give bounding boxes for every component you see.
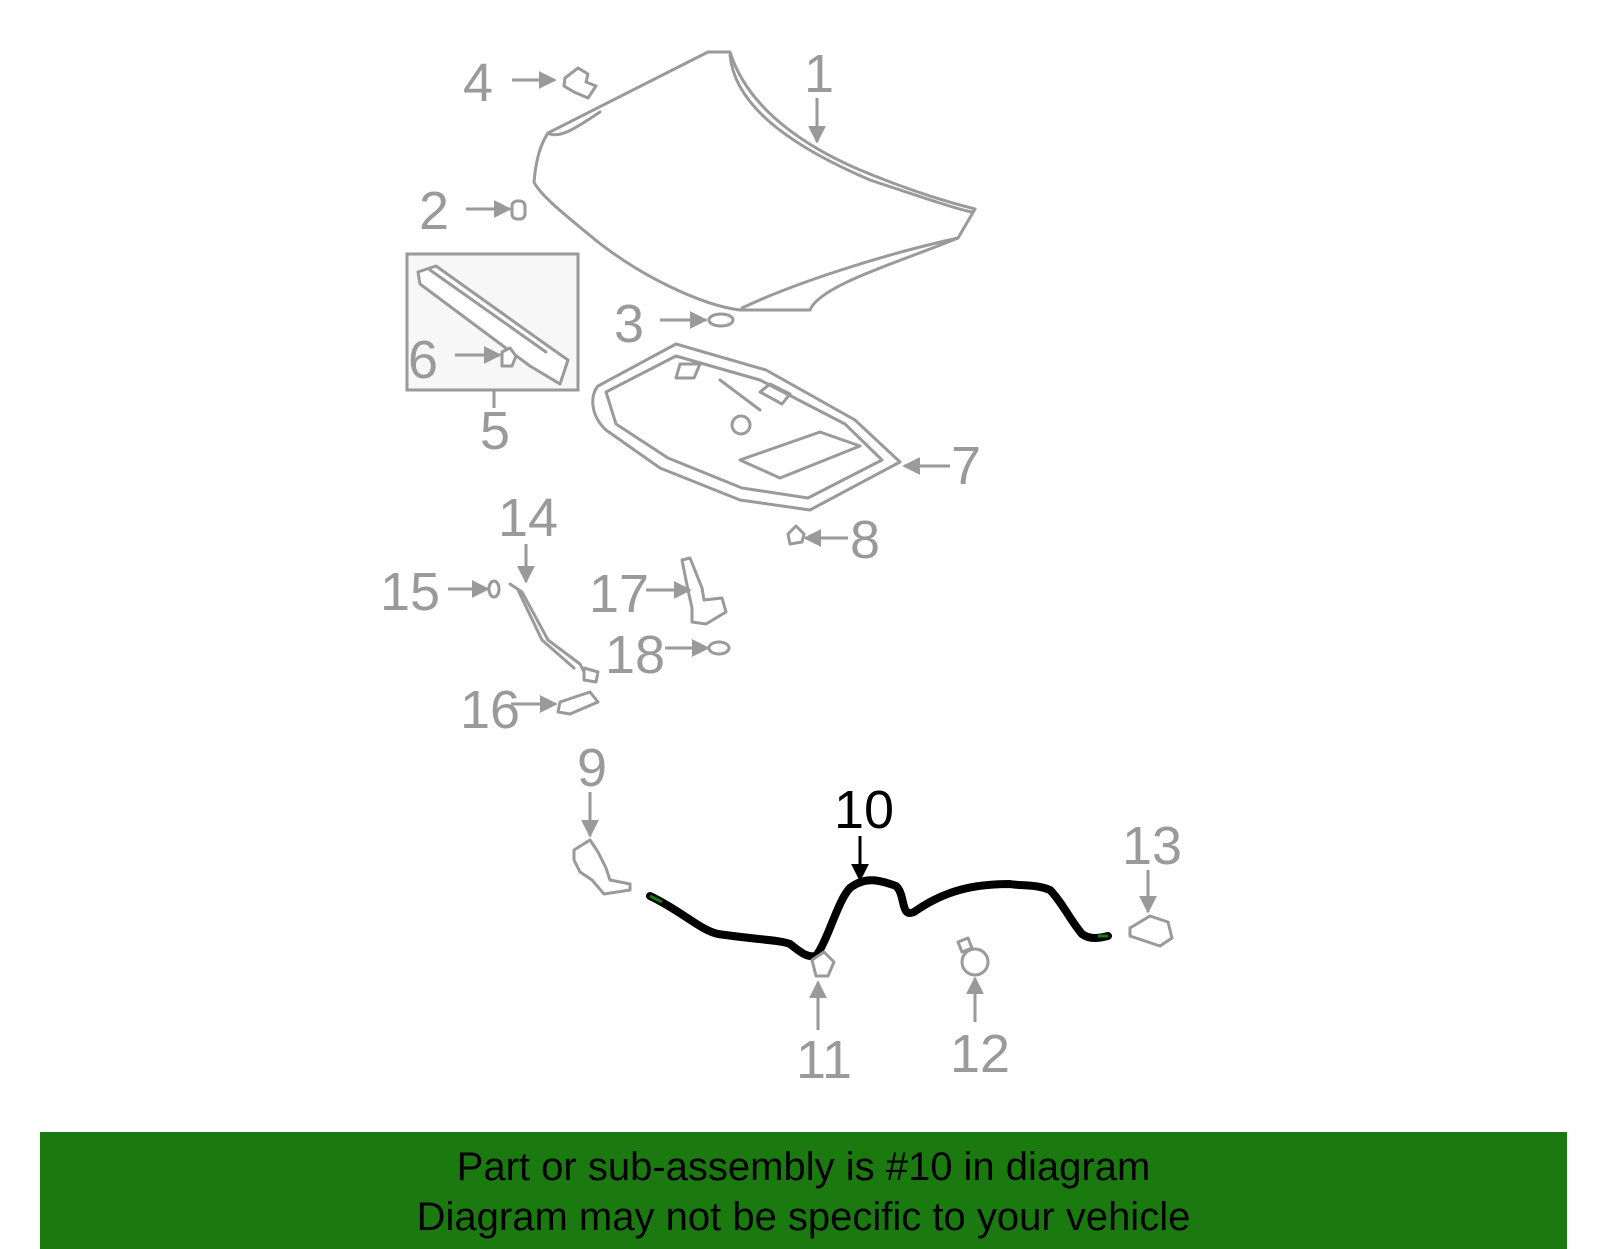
hood-panel (532, 50, 977, 312)
callout-labels: 1 2 3 4 5 6 7 8 9 10 11 12 13 14 15 16 1… (380, 44, 1182, 1090)
callout-17: 17 (589, 564, 649, 624)
callout-5: 5 (480, 401, 510, 461)
hinge-17 (680, 556, 728, 626)
callout-16: 16 (460, 680, 520, 740)
release-cable-10 (646, 876, 1112, 961)
insulator-7 (591, 342, 902, 512)
grommet-3 (707, 312, 735, 328)
washer-18 (707, 640, 731, 656)
banner-line-disclaimer: Diagram may not be specific to your vehi… (416, 1195, 1191, 1239)
callout-1: 1 (804, 44, 834, 104)
clip-11 (810, 950, 836, 978)
banner-line-part: Part or sub-assembly is #10 in diagram (456, 1145, 1151, 1189)
callout-8: 8 (850, 510, 880, 570)
clip-8 (786, 524, 806, 546)
seal-box-5 (405, 252, 580, 392)
callout-10: 10 (834, 780, 894, 840)
grommet-15 (487, 579, 501, 599)
hood-lock-9 (572, 838, 632, 896)
clamp-12 (956, 936, 990, 977)
clip-4 (562, 66, 598, 100)
callout-11: 11 (796, 1030, 852, 1090)
support-rod-14 (508, 582, 600, 684)
callout-2: 2 (419, 181, 449, 241)
callout-9: 9 (577, 738, 607, 798)
callout-4: 4 (463, 53, 493, 113)
callout-6: 6 (408, 330, 438, 390)
callout-7: 7 (951, 436, 981, 496)
callout-15: 15 (380, 562, 440, 622)
callout-13: 13 (1122, 816, 1182, 876)
info-banner: Part or sub-assembly is #10 in diagram D… (40, 1132, 1567, 1249)
leader-arrows (448, 71, 1157, 1030)
callout-12: 12 (950, 1024, 1010, 1084)
callout-18: 18 (605, 625, 665, 685)
release-lever-13 (1128, 914, 1174, 948)
callout-14: 14 (498, 488, 558, 548)
cushion-2 (510, 199, 527, 221)
holder-16 (556, 690, 600, 716)
callout-3: 3 (614, 294, 644, 354)
